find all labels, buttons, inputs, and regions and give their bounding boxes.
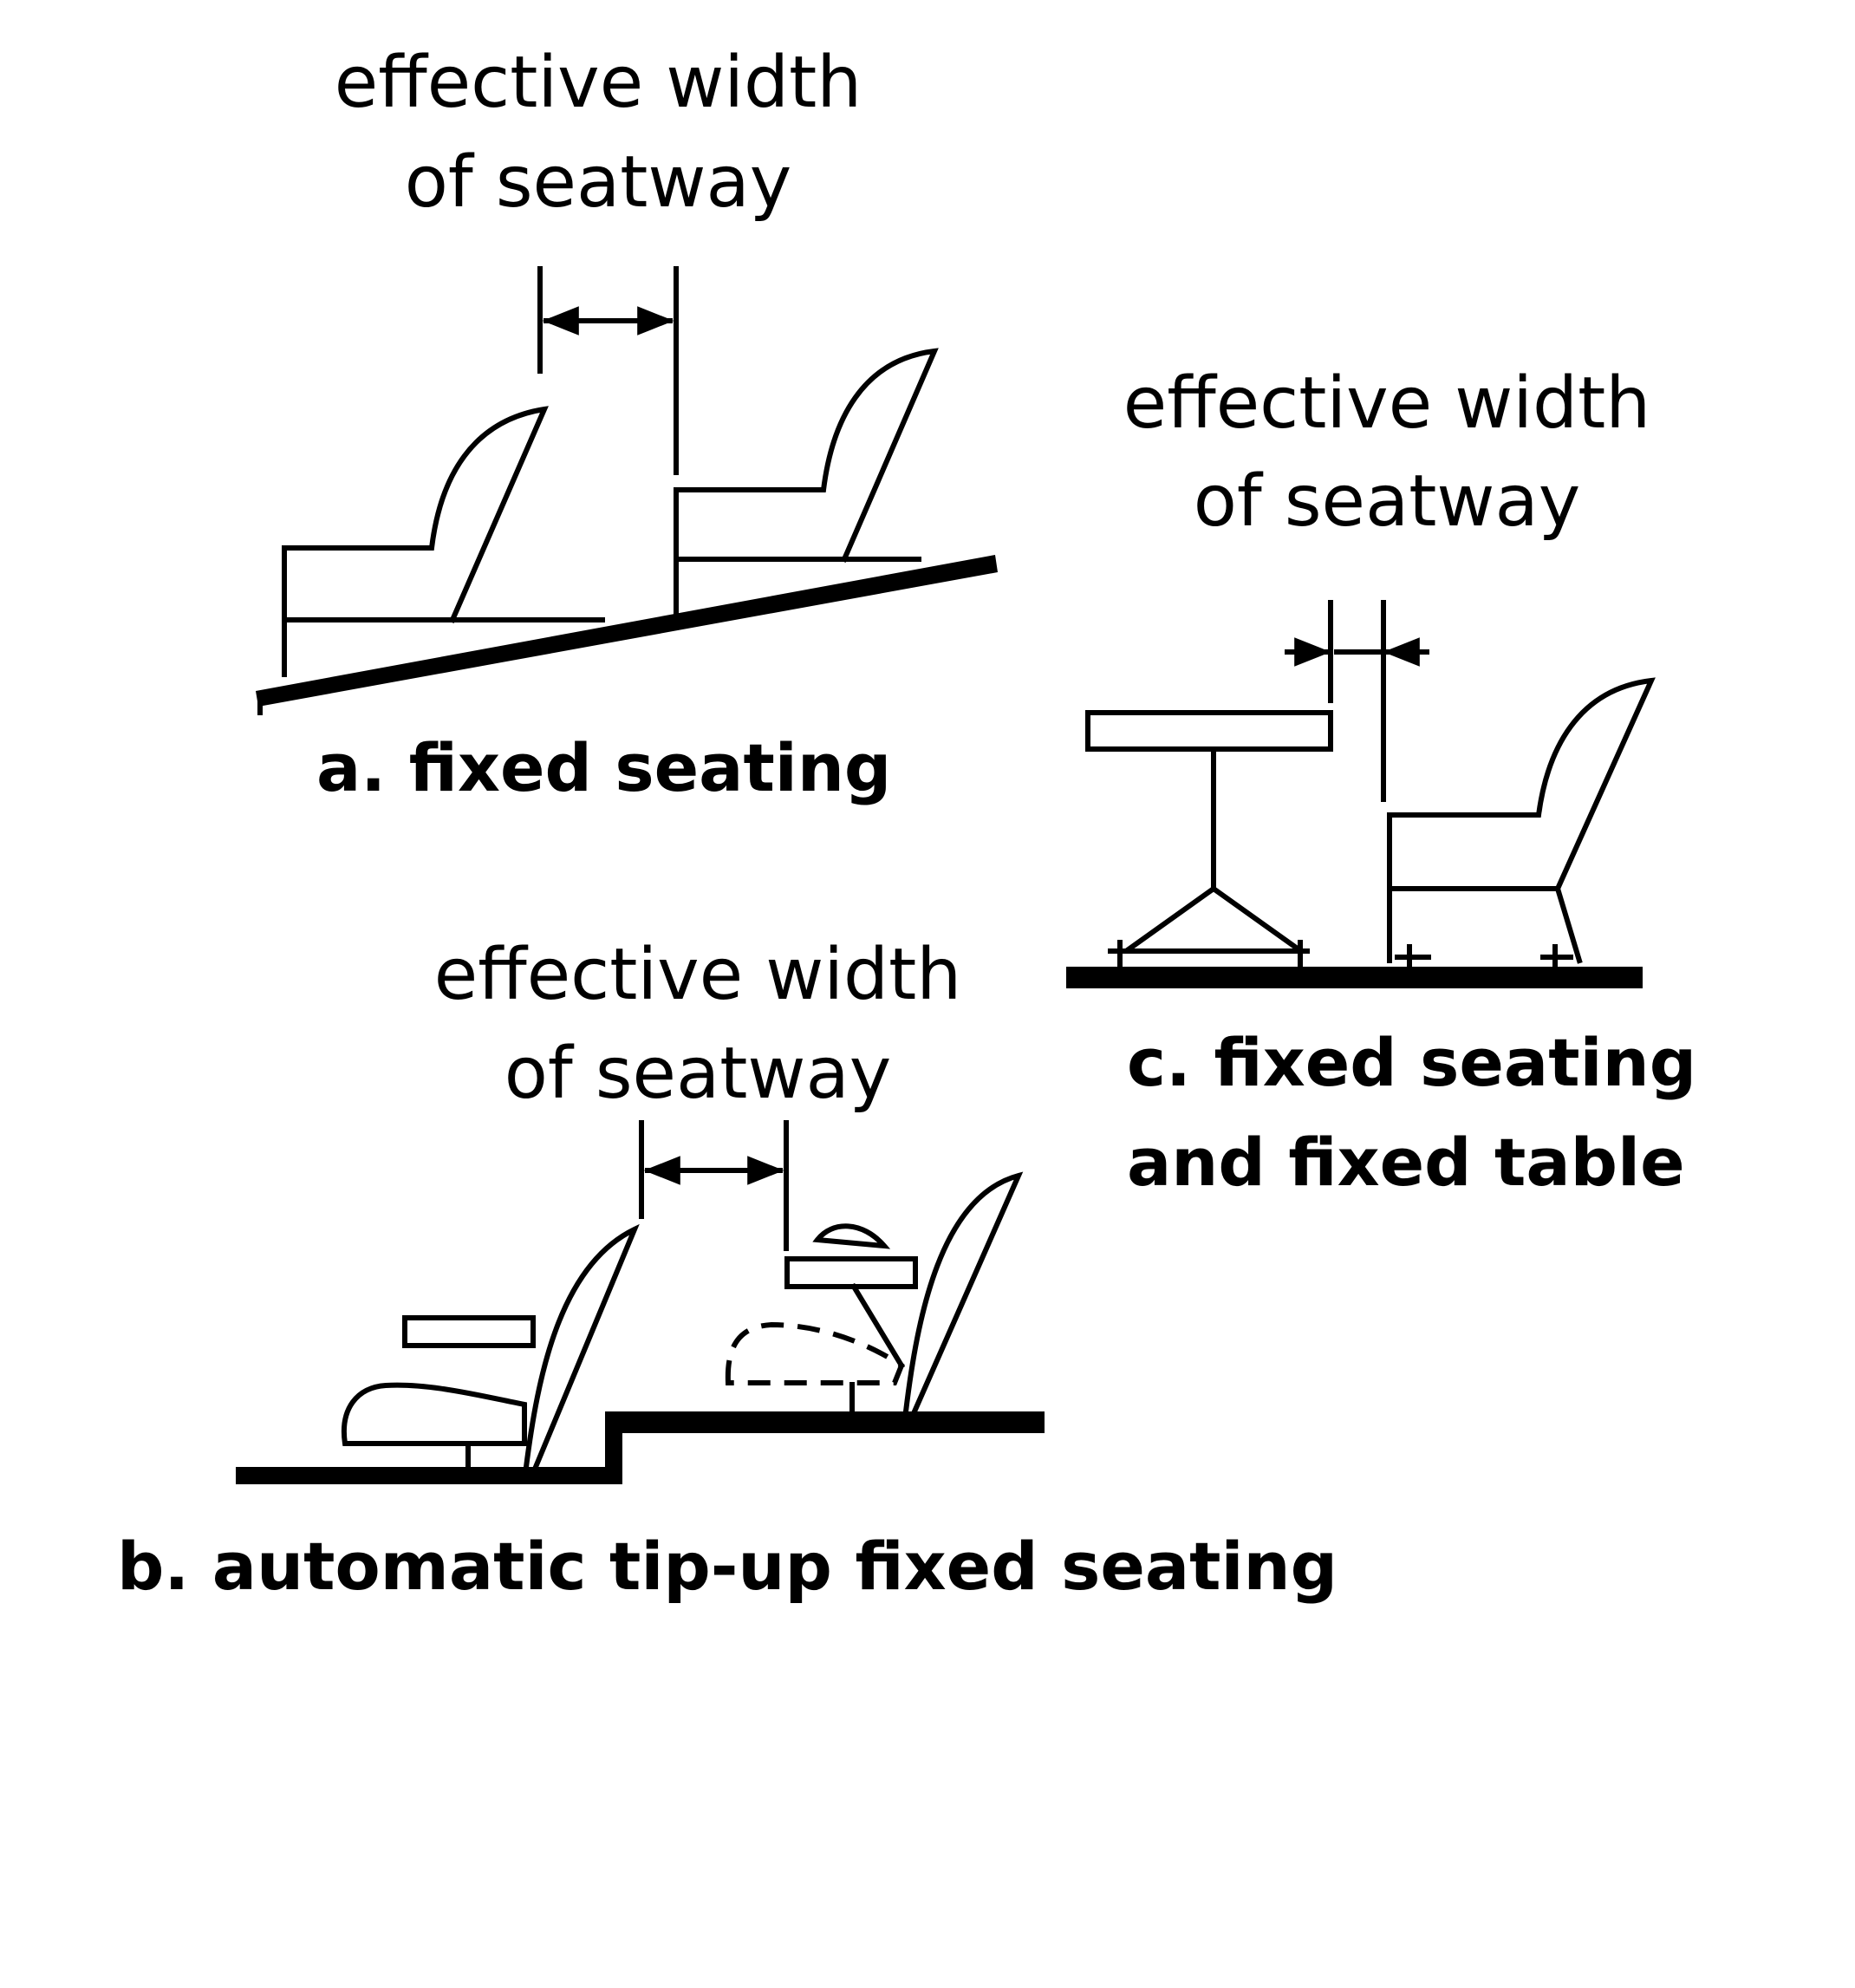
panel-a-width-dimension [537,266,679,475]
chair-front [282,406,605,677]
fixed-table [1085,710,1333,967]
chair-rear [674,348,939,622]
panel-a-label: a. fixed seating [316,729,891,806]
panel-b-caption-line1: effective width [434,934,961,1016]
panel-b-tip-up-seating: effective width of seatway b. automatic … [117,934,1338,1605]
panel-c-caption-line2: of seatway [1194,460,1581,543]
sloped-floor [256,555,998,707]
panel-c-caption-line1: effective width [1123,362,1650,445]
chair-upper-tipped-up [725,1171,1024,1415]
panel-c-fixed-seating-and-table: effective width of seatway [1066,362,1696,1201]
panel-b-label: b. automatic tip-up fixed seating [117,1528,1338,1605]
panel-c-label-line2: and fixed table [1127,1124,1685,1201]
panel-c-floor [1066,967,1643,988]
panel-a-fixed-seating: effective width of seatway a. fixed seat… [256,42,998,806]
panel-a-caption-line2: of seatway [405,141,792,224]
panel-b-caption-line2: of seatway [504,1033,892,1115]
panel-c-width-dimension [1285,600,1429,802]
panel-a-caption-line1: effective width [335,42,862,124]
stepped-floor [236,1411,1045,1484]
chair-lower-seat-down [341,1223,640,1470]
panel-b-width-dimension [639,1120,789,1251]
panel-c-label-line1: c. fixed seating [1127,1024,1696,1101]
fixed-chair [1387,677,1656,972]
